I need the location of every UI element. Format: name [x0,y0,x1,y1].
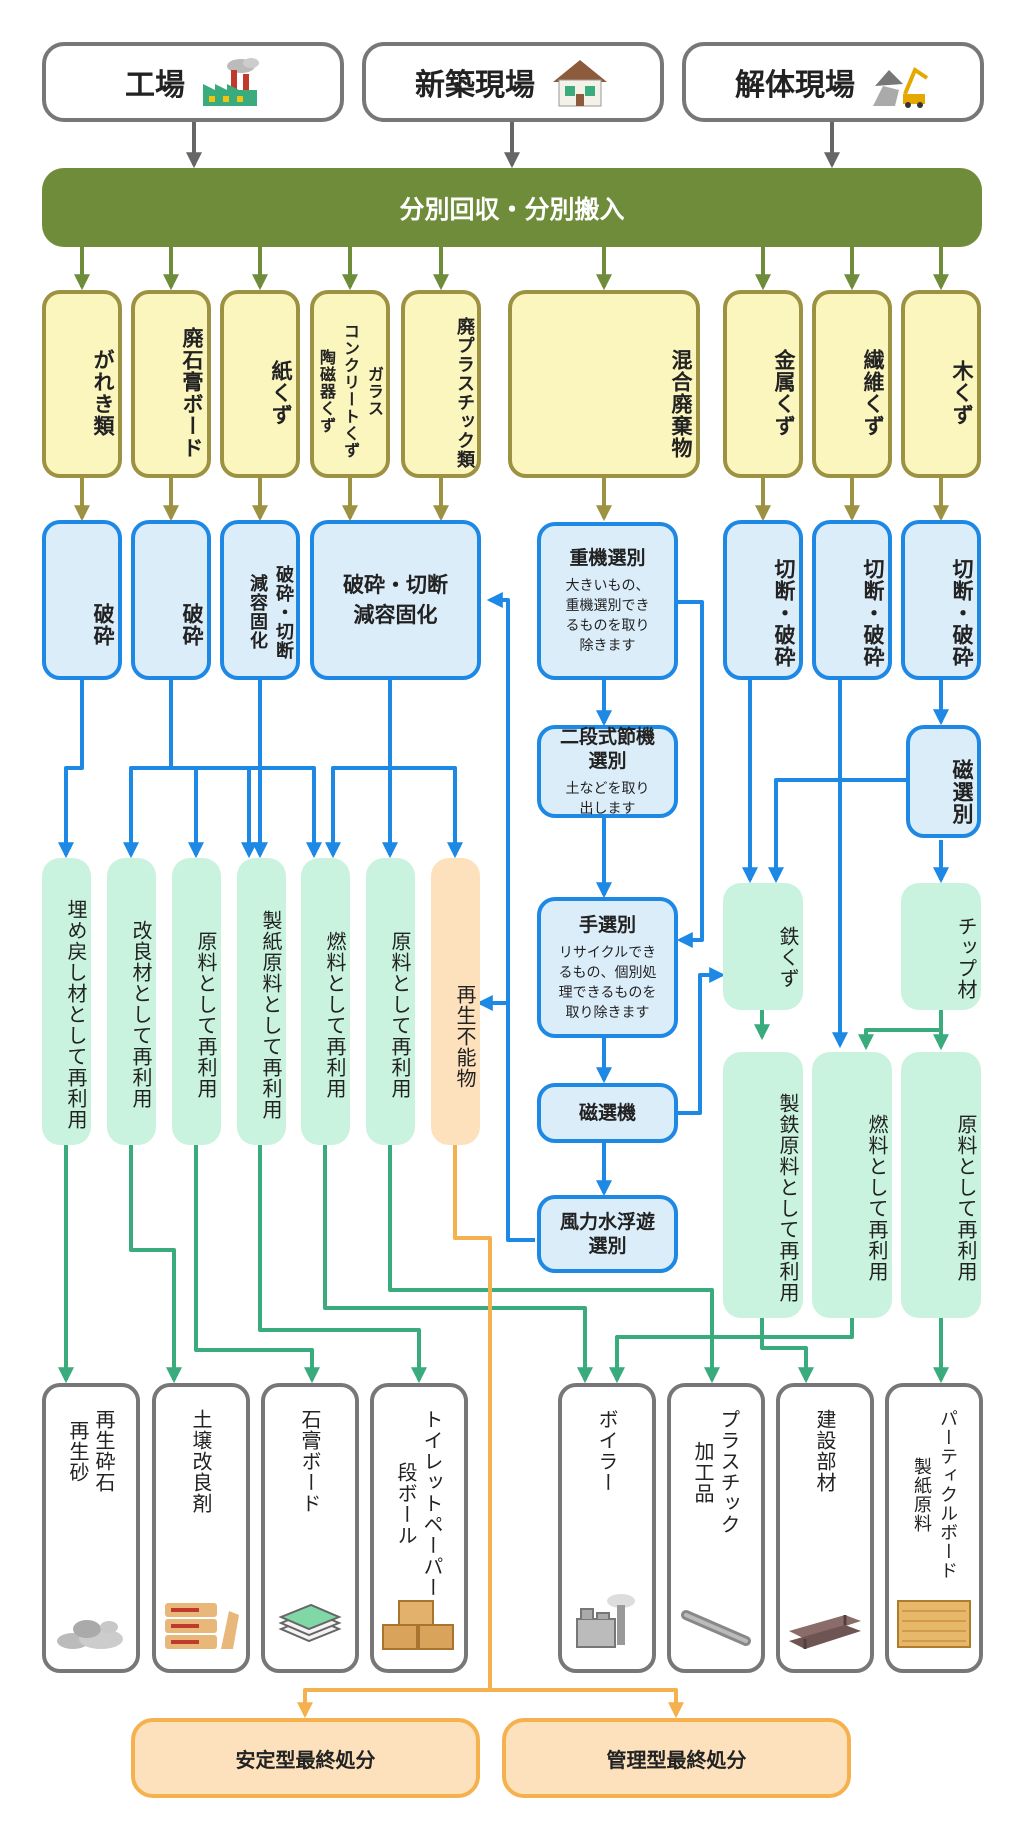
product-recycled-gravel: 再生砕石 再生砂 [42,1383,140,1673]
gypsum-board-icon [278,1603,342,1643]
process-crush-cut-paper: 破砕・切断 減容固化 [220,520,300,680]
source-label: 解体現場 [735,68,855,103]
non-reusable: 再生不能物 [431,858,480,1145]
source-demolition: 解体現場 [682,42,984,122]
step-title: 磁選機 [578,1102,636,1124]
category-paper: 紙くず [220,290,300,478]
process-crush-rubble: 破砕 [42,520,122,680]
step-desc: 大きいもの、 重機選別でき るものを取り 除きます [565,578,650,654]
step-title: 風力水浮遊 選別 [559,1211,655,1257]
product-label: パーティクルボード 製紙原料 [911,1409,958,1580]
demolition-icon [873,66,929,108]
source-label: 新築現場 [415,68,535,103]
reuse-steelmaking: 製鉄原料として再利用 [723,1052,803,1318]
category-glass-concrete-ceramic: ガラス コンクリートくず 陶磁器くず [310,290,390,478]
step-title: 重機選別 [569,547,646,569]
step-title: 手選別 [578,913,636,936]
product-gypsum-board: 石膏ボード [261,1383,359,1673]
process-cut-crush-fiber: 切断・破砕 [812,520,892,680]
step-desc: リサイクルでき るもの、個別処 理できるものを 取り除きます [558,944,657,1021]
product-label: トイレットペーパー 段ボール [394,1409,444,1598]
mixed-step-hand-sorting: 手選別 リサイクルでき るもの、個別処 理できるものを 取り除きます [537,897,678,1038]
reuse-fuel-2: 燃料として再利用 [812,1052,892,1318]
product-soil-conditioner: 土壌改良剤 [152,1383,250,1673]
source-label: 工場 [125,68,185,103]
steel-beam-icon [789,1615,861,1649]
plastic-pipe-icon [681,1610,751,1646]
source-factory: 工場 [42,42,344,122]
reuse-raw-material-2: 原料として再利用 [366,858,415,1145]
step-title: 二段式節機 選別 [559,725,655,772]
category-rubble: がれき類 [42,290,122,478]
product-label: プラスチック 加工品 [691,1409,741,1535]
product-toilet-paper-cardboard: トイレットペーパー 段ボール [370,1383,468,1673]
product-label: 再生砕石 再生砂 [66,1409,116,1493]
cement-bags-icon [165,1603,239,1649]
category-gypsum-board: 廃石膏ボード [131,290,211,478]
reuse-soil-improvement: 改良材として再利用 [107,858,156,1145]
category-plastic: 廃プラスチック類 [401,290,481,478]
category-metal: 金属くず [723,290,803,478]
product-boiler: ボイラー [558,1383,656,1673]
particle-board-icon [897,1600,971,1648]
crushed-stone-icon [57,1620,123,1649]
final-disposal-managed: 管理型最終処分 [502,1718,851,1798]
product-label: 建設部材 [813,1409,837,1493]
reuse-raw-material-3: 原料として再利用 [901,1052,981,1318]
product-particle-board: パーティクルボード 製紙原料 [885,1383,983,1673]
collection-bar: 分別回収・分別搬入 [42,168,982,247]
process-crush-cut-combined: 破砕・切断 減容固化 [310,520,481,680]
mixed-step-two-stage-sieve: 二段式節機 選別 土などを取り 出します [537,725,678,818]
step-desc: 土などを取り 出します [565,780,650,817]
product-label: ボイラー [595,1409,619,1493]
mixed-step-wind-water-flotation: 風力水浮遊 選別 [537,1195,678,1273]
reuse-raw-material-1: 原料として再利用 [172,858,221,1145]
cardboard-box-icon [382,1600,454,1650]
process-cut-crush-wood: 切断・破砕 [901,520,981,680]
process-magnetic-sorting: 磁選別 [906,725,981,838]
category-fiber: 繊維くず [812,290,892,478]
reuse-papermaking: 製紙原料として再利用 [237,858,286,1145]
reuse-backfill: 埋め戻し材として再利用 [42,858,91,1145]
reuse-fuel-1: 燃料として再利用 [301,858,350,1145]
source-new-construction: 新築現場 [362,42,664,122]
mixed-step-heavy-machine: 重機選別 大きいもの、 重機選別でき るものを取り 除きます [537,522,678,680]
intermediate-chip: チップ材 [901,883,981,1010]
product-label: 石膏ボード [298,1409,322,1514]
mixed-step-magnetic-separator: 磁選機 [537,1083,678,1143]
factory-icon [203,58,259,106]
final-disposal-stable: 安定型最終処分 [131,1718,480,1798]
process-crush-gypsum: 破砕 [131,520,211,680]
product-label: 土壌改良剤 [189,1409,213,1514]
house-icon [553,60,607,107]
intermediate-iron-scrap: 鉄くず [723,883,803,1010]
product-construction-materials: 建設部材 [776,1383,874,1673]
process-cut-crush-metal: 切断・破砕 [723,520,803,680]
category-mixed-waste: 混合廃棄物 [508,290,700,478]
product-plastic-goods: プラスチック 加工品 [667,1383,765,1673]
boiler-plant-icon [576,1594,635,1648]
category-wood: 木くず [901,290,981,478]
